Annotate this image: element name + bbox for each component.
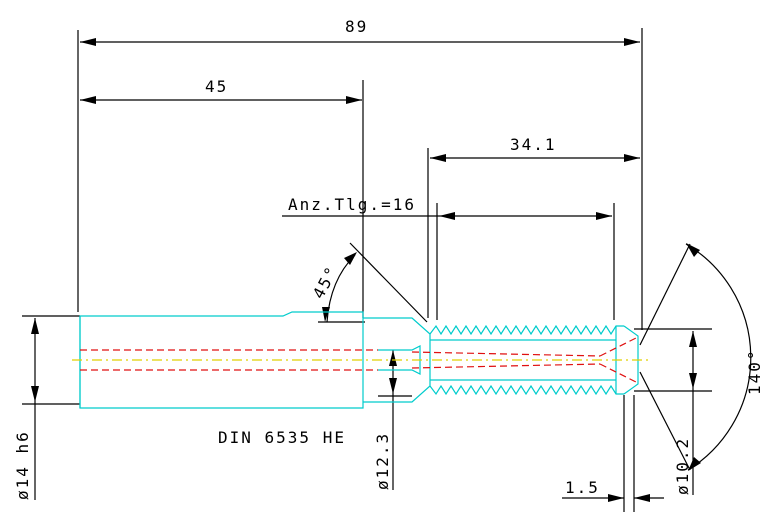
dim-label-thread-length: 34.1 [510, 135, 557, 154]
dim-label-tip-offset: 1.5 [565, 478, 600, 497]
dimension-teeth: Anz.Tlg.=16 [282, 195, 612, 220]
dimension-34-1: 34.1 [430, 135, 640, 162]
tool-outline [79, 311, 639, 409]
dimension-point-angle: 140° [685, 243, 764, 471]
dim-label-neck-diameter: ø12.3 [373, 432, 392, 490]
dim-label-tip-diameter: ø10.2 [673, 437, 692, 495]
coolant-channel [80, 337, 637, 383]
standard-label: DIN 6535 HE [218, 428, 346, 447]
dim-label-teeth-count: Anz.Tlg.=16 [288, 195, 416, 214]
dimension-neck-diameter: ø12.3 [373, 350, 397, 490]
dim-label-point-angle: 140° [745, 348, 764, 395]
dimension-shank-diameter: ø14 h6 [13, 318, 39, 500]
dim-label-shank-length: 45 [205, 77, 228, 96]
dimension-89: 89 [80, 17, 640, 46]
dim-label-overall-length: 89 [345, 17, 368, 36]
dimension-45: 45 [80, 77, 362, 104]
dimension-tip-diameter: ø10.2 [673, 331, 697, 495]
dim-label-shank-diameter: ø14 h6 [13, 430, 32, 500]
extension-lines [22, 28, 712, 512]
dimension-tip-offset: 1.5 [562, 478, 664, 502]
